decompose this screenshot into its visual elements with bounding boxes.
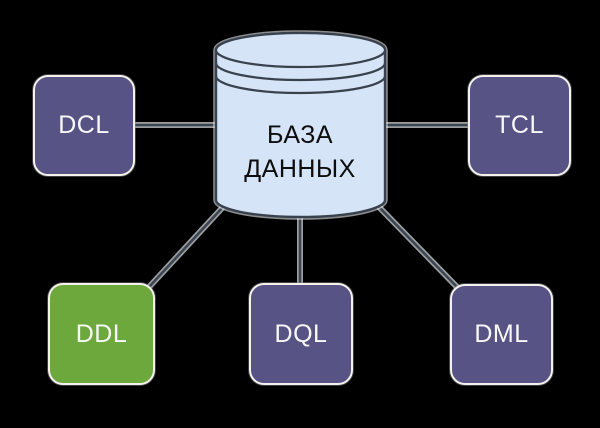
node-tcl: TCL [468, 75, 571, 176]
node-dcl-label: DCL [58, 111, 110, 139]
node-dcl: DCL [33, 75, 135, 176]
database-cylinder [213, 30, 388, 220]
database-label: БАЗА ДАННЫХ [244, 121, 356, 183]
node-dql: DQL [249, 283, 353, 385]
node-dml-label: DML [474, 320, 529, 348]
cylinder-ring-3 [214, 75, 387, 95]
node-ddl-label: DDL [75, 319, 128, 348]
connector-ddl-database [147, 204, 226, 289]
cylinder-top-ellipse [214, 31, 387, 69]
node-tcl-label: TCL [495, 111, 544, 139]
node-dql-label: DQL [274, 319, 328, 348]
cylinder-ring-2 [214, 62, 387, 82]
node-ddl: DDL [48, 283, 155, 385]
node-dml: DML [450, 284, 553, 385]
connector-dml-database [375, 203, 460, 290]
